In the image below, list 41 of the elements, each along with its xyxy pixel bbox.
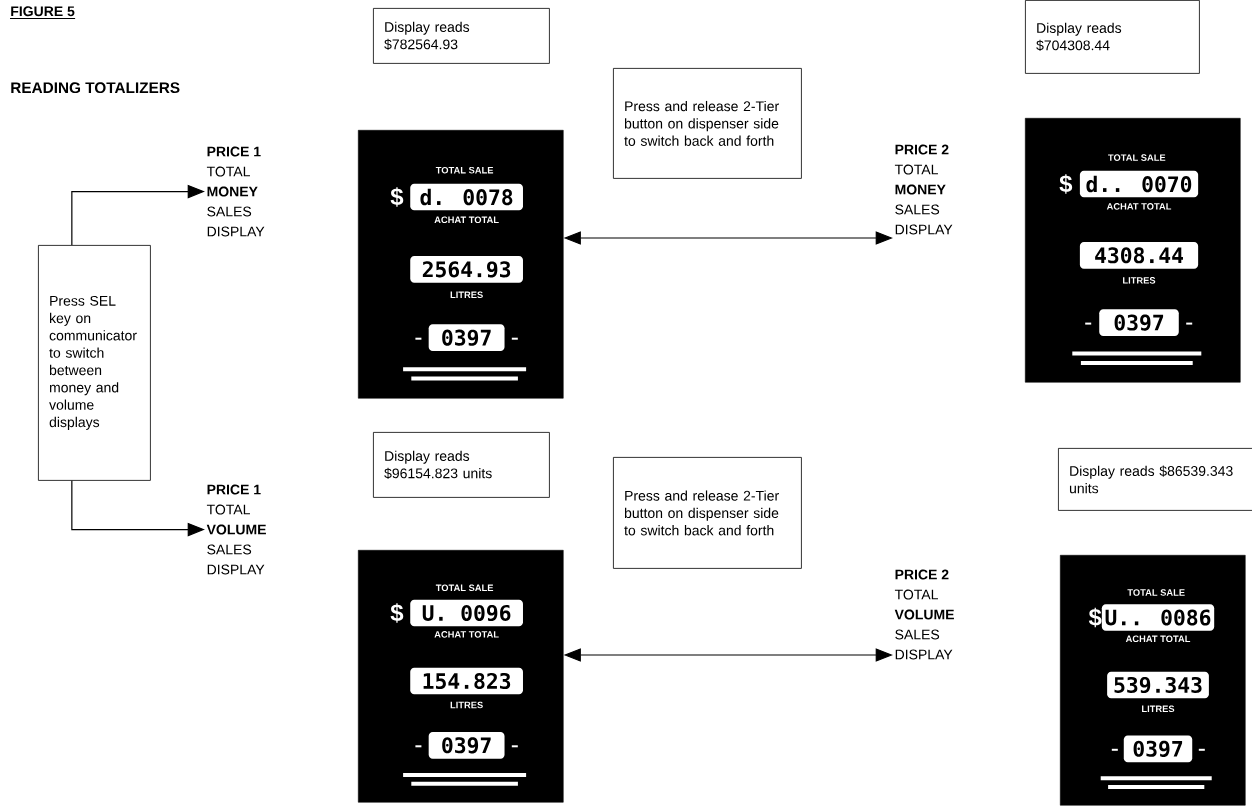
currency-sign: $ bbox=[390, 603, 404, 623]
text-box: Display reads $96154.823 units bbox=[373, 432, 550, 498]
display-label: PRICE 1 TOTAL MONEY SALES DISPLAY bbox=[206, 146, 265, 237]
display-caption: ACHAT TOTAL bbox=[1125, 635, 1191, 643]
display-caption: TOTAL SALE bbox=[1108, 154, 1166, 161]
heading: READING TOTALIZERS bbox=[11, 82, 180, 94]
digit-readout: 0397 bbox=[1123, 735, 1193, 763]
display-caption: TOTAL SALE bbox=[435, 166, 494, 174]
text-box: Press and release 2-Tier button on dispenser side to switch back and forth bbox=[613, 457, 802, 569]
display-caption: ACHAT TOTAL bbox=[434, 631, 499, 638]
text-box: Press SEL key on communicator to switch between money and volume displays bbox=[38, 245, 151, 481]
text-box: Display reads $782564.93 bbox=[373, 8, 550, 64]
display-caption: TOTAL SALE bbox=[435, 584, 494, 592]
currency-sign: $ bbox=[1059, 174, 1073, 194]
digit-readout: d. 0078 bbox=[410, 183, 523, 211]
digit-readout: 539.343 bbox=[1107, 671, 1209, 699]
text-box: Display reads $704308.44 bbox=[1025, 0, 1200, 74]
display-label: PRICE 2 TOTAL MONEY SALES DISPLAY bbox=[894, 144, 953, 235]
display-caption: TOTAL SALE bbox=[1127, 589, 1185, 596]
currency-sign: $ bbox=[1088, 607, 1102, 628]
currency-sign: $ bbox=[390, 187, 404, 207]
display-caption: ACHAT TOTAL bbox=[434, 216, 499, 224]
display-caption: LITRES bbox=[450, 291, 483, 299]
display-label: PRICE 1 TOTAL VOLUME SALES DISPLAY bbox=[206, 484, 266, 575]
digit-readout: 0397 bbox=[428, 731, 505, 759]
digit-readout: 4308.44 bbox=[1079, 241, 1199, 269]
display-caption: LITRES bbox=[1142, 705, 1175, 713]
digit-readout: 154.823 bbox=[410, 667, 523, 695]
digit-readout: U. 0096 bbox=[410, 599, 523, 627]
digit-readout: U.. 0086 bbox=[1101, 604, 1215, 631]
display-caption: LITRES bbox=[1123, 277, 1156, 284]
display-label: PRICE 2 TOTAL VOLUME SALES DISPLAY bbox=[894, 569, 954, 660]
text-box: Display reads $86539.343 units bbox=[1058, 448, 1252, 511]
digit-readout: 0397 bbox=[428, 324, 505, 352]
text-box: Press and release 2-Tier button on dispenser side to switch back and forth bbox=[613, 68, 802, 179]
digit-readout: 2564.93 bbox=[410, 256, 523, 283]
figure-number: FIGURE 5 bbox=[11, 6, 75, 17]
display-caption: LITRES bbox=[450, 701, 483, 709]
display-caption: ACHAT TOTAL bbox=[1106, 203, 1172, 210]
digit-readout: 0397 bbox=[1099, 309, 1179, 336]
digit-readout: d.. 0070 bbox=[1079, 170, 1199, 198]
